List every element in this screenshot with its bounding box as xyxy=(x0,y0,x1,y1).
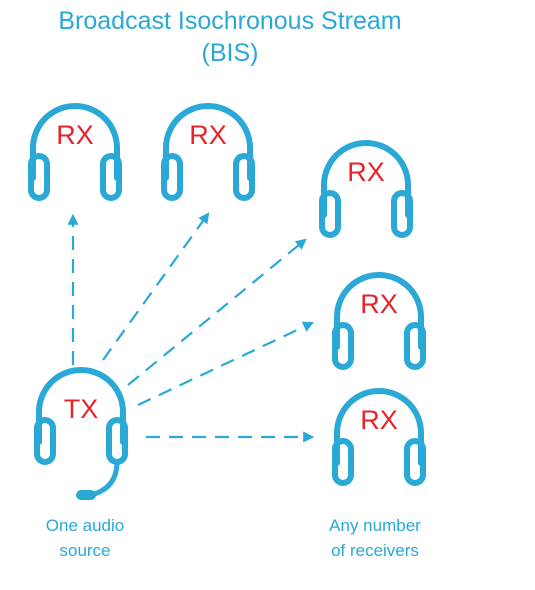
diagram-title-line2: (BIS) xyxy=(201,39,259,67)
arrow-to-rx-4 xyxy=(137,321,314,406)
transmitter: TX xyxy=(37,370,125,500)
receivers-caption-line2: of receivers xyxy=(331,541,419,560)
receiver-label: RX xyxy=(56,120,94,150)
receiver-label: RX xyxy=(347,157,385,187)
broadcast-arrows xyxy=(67,212,315,443)
receivers-caption-line1: Any number xyxy=(329,516,421,535)
receiver-4: RX xyxy=(335,275,423,367)
receiver-1: RX xyxy=(31,106,119,198)
receiver-2: RX xyxy=(164,106,252,198)
transmitter-caption-line2: source xyxy=(59,541,111,560)
arrow-to-rx-2 xyxy=(102,212,210,361)
transmitter-label: TX xyxy=(64,394,99,424)
receiver-5: RX xyxy=(335,391,423,483)
microphone-tip xyxy=(76,490,96,500)
receivers-caption: Any number of receivers xyxy=(305,513,445,563)
arrow-to-rx-3 xyxy=(127,238,307,386)
diagram-title-line1: Broadcast Isochronous Stream xyxy=(58,7,402,35)
receiver-label: RX xyxy=(360,405,398,435)
receiver-label: RX xyxy=(360,289,398,319)
receiver-3: RX xyxy=(322,143,410,235)
transmitter-caption-line1: One audio xyxy=(45,516,125,535)
receiver-label: RX xyxy=(189,120,227,150)
transmitter-caption: One audio source xyxy=(20,513,150,563)
